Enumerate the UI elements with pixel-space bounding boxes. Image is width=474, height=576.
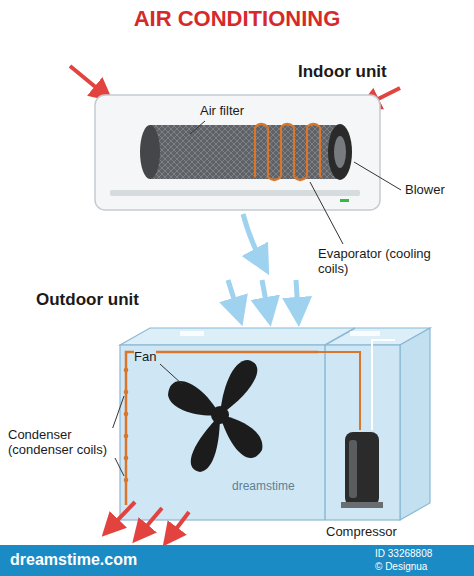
unit-heading: Outdoor unit xyxy=(36,290,139,310)
part-label: Fan xyxy=(134,350,156,365)
warm-air-arrows xyxy=(110,502,189,537)
unit-heading: Indoor unit xyxy=(298,62,387,82)
watermark: dreamstime xyxy=(232,480,295,494)
part-label: Condenser (condenser coils) xyxy=(8,428,116,458)
bottom-bar xyxy=(0,545,474,576)
leader-line xyxy=(310,182,343,244)
leader-line xyxy=(190,121,205,134)
leader-line xyxy=(112,396,124,430)
indoor-unit xyxy=(95,95,380,210)
cool-air-arrow xyxy=(243,214,262,262)
air-in-arrows xyxy=(228,280,298,312)
part-label: Blower xyxy=(405,183,445,198)
diagram-title: AIR CONDITIONING xyxy=(0,6,474,31)
part-label: Air filter xyxy=(200,104,244,119)
part-label: Compressor xyxy=(326,525,397,540)
image-id: ID 33268808 xyxy=(375,548,432,560)
credit-text: © Designua xyxy=(375,561,427,573)
outdoor-unit xyxy=(120,328,430,520)
leader-line xyxy=(160,364,182,384)
air-in-arrow xyxy=(70,66,104,94)
logo-text: dreamstime.com xyxy=(10,551,137,569)
leader-line xyxy=(354,162,401,190)
part-label: Evaporator (cooling coils) xyxy=(318,247,443,277)
